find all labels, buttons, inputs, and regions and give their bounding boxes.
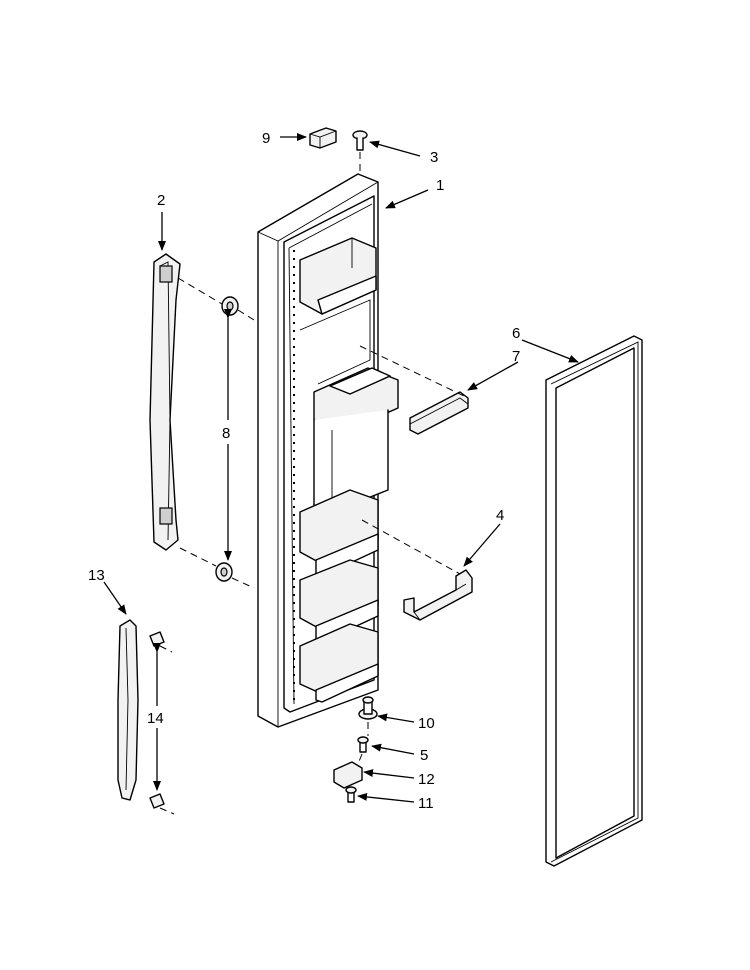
callout-3: 3 [430, 149, 438, 166]
callout-4: 4 [496, 507, 504, 524]
callout-10: 10 [418, 715, 435, 732]
part-hinge-stack [333, 696, 378, 803]
part-handle-screws [149, 631, 165, 809]
callout-5: 5 [420, 747, 428, 764]
callout-9: 9 [262, 130, 270, 147]
callout-6: 6 [512, 325, 520, 342]
callout-14: 14 [147, 710, 164, 727]
callout-1: 1 [436, 177, 444, 194]
part-handle [149, 253, 181, 551]
part-lower-handle [117, 619, 139, 801]
callout-2: 2 [157, 192, 165, 209]
callout-12: 12 [418, 771, 435, 788]
callout-8: 8 [222, 425, 230, 442]
part-clip [309, 127, 337, 149]
callout-11: 11 [418, 795, 434, 812]
part-rail [409, 391, 469, 435]
part-door [257, 173, 399, 728]
callout-7: 7 [512, 348, 520, 365]
leader-lines [103, 133, 579, 803]
part-gasket [545, 335, 643, 867]
callout-labels: 9 3 1 2 6 7 8 4 13 14 10 5 12 11 [88, 130, 520, 812]
part-top-screw [352, 130, 368, 151]
assembly-lines [159, 152, 465, 815]
callout-13: 13 [88, 567, 105, 584]
part-door-shelf [403, 569, 473, 621]
